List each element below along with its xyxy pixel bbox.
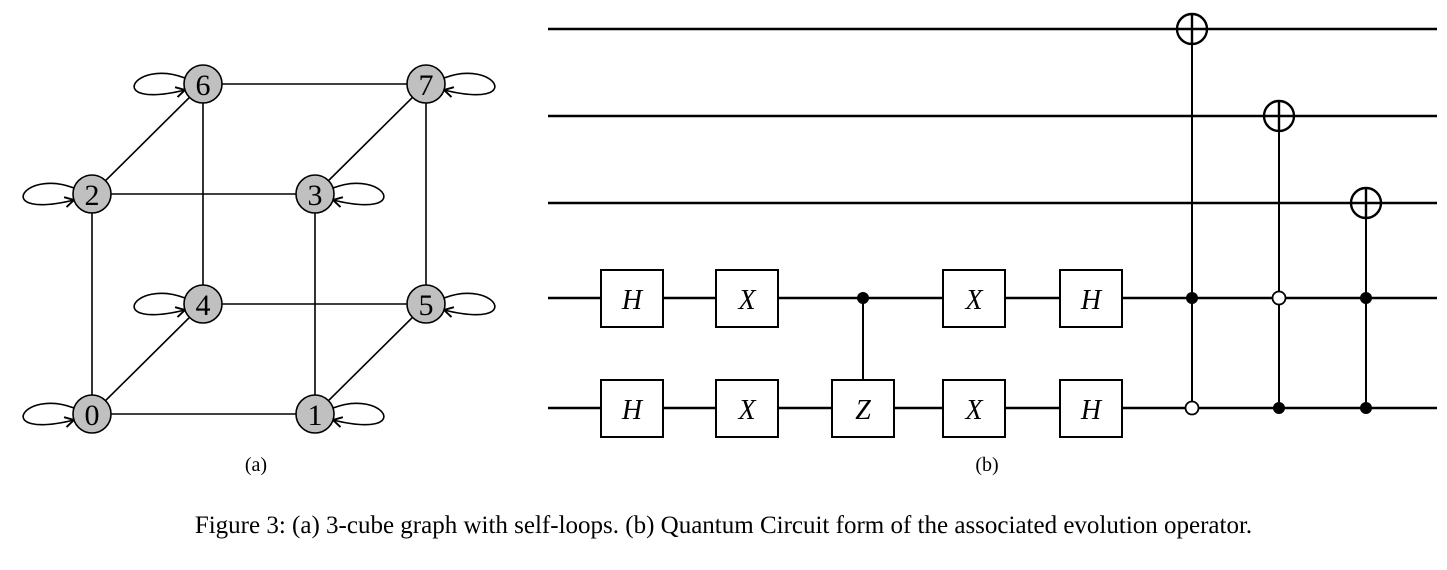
control-filled-dot <box>1360 292 1372 304</box>
edge-0-4 <box>91 303 204 415</box>
gate-h-q4-2: H <box>1059 269 1123 328</box>
node-0-label: 0 <box>85 399 100 432</box>
edge-1-5 <box>314 303 427 415</box>
gate-z-q5: Z <box>831 379 895 438</box>
gate-z-q5-label: Z <box>855 395 871 426</box>
toffoli-gate-2 <box>1262 99 1296 414</box>
gate-x-q5-1: X <box>715 379 779 438</box>
graph-edges <box>91 83 427 415</box>
gate-h-q5-1-label: H <box>621 395 644 426</box>
control-filled-dot <box>1360 402 1372 414</box>
gate-x-q4-1: X <box>715 269 779 328</box>
node-4: 4 <box>183 284 223 324</box>
control-open-dot <box>1271 290 1287 306</box>
panel-a-caption: (a) <box>245 454 267 476</box>
node-3-label: 3 <box>308 179 323 212</box>
gate-h-q5-1: H <box>600 379 664 438</box>
node-4-label: 4 <box>196 289 211 322</box>
self-loop-7 <box>442 72 496 98</box>
gate-h-q5-2: H <box>1059 379 1123 438</box>
gate-x-q4-2-label: X <box>964 285 983 316</box>
edge-3-7 <box>314 83 427 195</box>
self-loop-3 <box>331 182 385 208</box>
graph-nodes: 0 1 2 3 4 5 6 <box>72 64 446 434</box>
node-2: 2 <box>72 174 112 214</box>
cz-control-dot <box>857 292 869 304</box>
node-7-label: 7 <box>419 69 434 102</box>
node-3: 3 <box>295 174 335 214</box>
node-0: 0 <box>72 394 112 434</box>
node-6-label: 6 <box>196 69 211 102</box>
gate-x-q4-2: X <box>942 269 1006 328</box>
gate-x-q5-2: X <box>942 379 1006 438</box>
gate-x-q5-1-label: X <box>737 395 756 426</box>
node-2-label: 2 <box>85 179 100 212</box>
gate-h-q4-1-label: H <box>621 285 644 316</box>
node-1: 1 <box>295 394 335 434</box>
self-loop-5 <box>442 292 496 318</box>
gate-x-q5-2-label: X <box>964 395 983 426</box>
control-filled-dot <box>1273 402 1285 414</box>
gate-h-q4-2-label: H <box>1080 285 1103 316</box>
quantum-circuit: H X X H H X Z X <box>548 12 1437 476</box>
self-loop-1 <box>331 402 385 428</box>
gate-x-q4-1-label: X <box>737 285 756 316</box>
toffoli-gate-1 <box>1175 12 1209 416</box>
node-7: 7 <box>406 64 446 104</box>
control-open-dot <box>1184 400 1200 416</box>
panel-b-caption: (b) <box>975 454 998 476</box>
control-filled-dot <box>1186 292 1198 304</box>
edge-2-6 <box>91 83 204 195</box>
self-loop-6 <box>133 72 187 98</box>
figure-caption: Figure 3: (a) 3-cube graph with self-loo… <box>194 512 1253 539</box>
node-5: 5 <box>406 284 446 324</box>
self-loop-4 <box>133 292 187 318</box>
gate-h-q5-2-label: H <box>1080 395 1103 426</box>
self-loop-2 <box>22 182 76 208</box>
self-loops <box>22 72 496 428</box>
gate-h-q4-1: H <box>600 269 664 328</box>
node-1-label: 1 <box>308 399 323 432</box>
node-6: 6 <box>183 64 223 104</box>
node-5-label: 5 <box>419 289 434 322</box>
self-loop-0 <box>22 402 76 428</box>
qubit-wires <box>548 27 1437 410</box>
toffoli-gate-3 <box>1349 186 1383 414</box>
cube-graph: 0 1 2 3 4 5 6 <box>22 64 496 476</box>
